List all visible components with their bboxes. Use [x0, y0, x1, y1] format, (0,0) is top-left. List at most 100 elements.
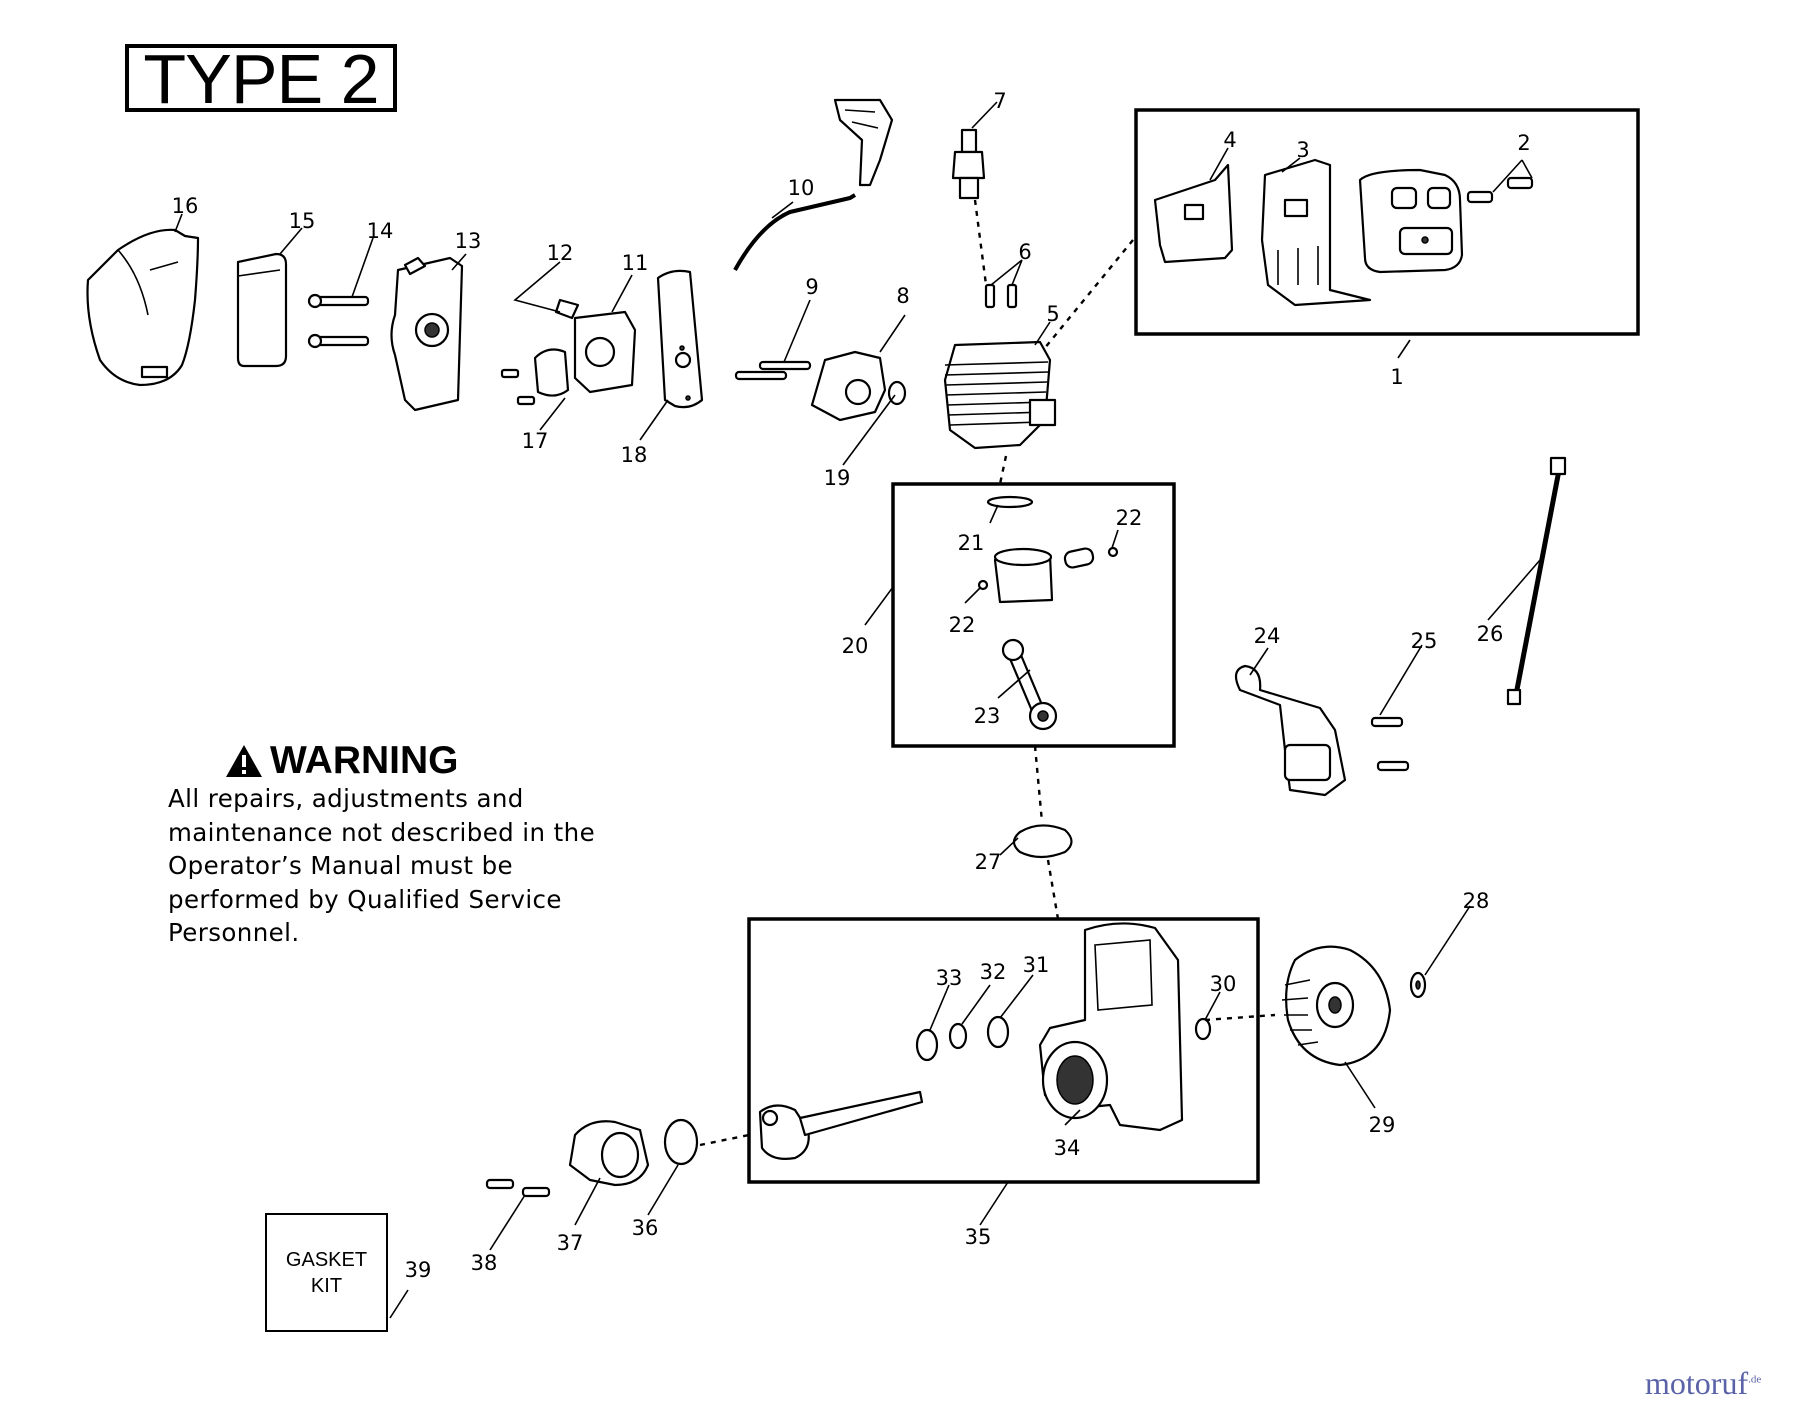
- callout-18: 18: [621, 443, 648, 467]
- intake-bolts: [734, 360, 812, 381]
- watermark-logo: motoruf.de: [1645, 1365, 1761, 1402]
- muffler-gasket: [1260, 158, 1372, 307]
- callout-39: 39: [405, 1258, 432, 1282]
- callout-25: 25: [1411, 629, 1438, 653]
- warning-triangle-icon: [226, 745, 262, 777]
- callout-14: 14: [367, 219, 394, 243]
- intake-manifold: [810, 350, 907, 422]
- callout-22a: 22: [1116, 506, 1143, 530]
- warning-notice: WARNING All repairs, adjustments and mai…: [168, 738, 628, 950]
- callout-10: 10: [788, 176, 815, 200]
- piston-ring: [986, 495, 1034, 509]
- leader-lines: [174, 101, 1541, 1319]
- callout-12: 12: [547, 241, 574, 265]
- watermark-suffix: .de: [1748, 1373, 1762, 1386]
- watermark-name: motoruf: [1645, 1365, 1749, 1401]
- air-filter-base: [390, 256, 464, 412]
- gasket-kit-label: GASKET KIT: [285, 1248, 368, 1297]
- ignition-module: [1234, 664, 1347, 797]
- callout-29: 29: [1369, 1113, 1396, 1137]
- muffler: [1358, 168, 1464, 274]
- callout-13: 13: [455, 229, 482, 253]
- warning-heading-text: WARNING: [270, 739, 459, 782]
- pin-clip-right: [1107, 546, 1119, 558]
- carburetor: [500, 298, 637, 406]
- gasket-kit-box: GASKET KIT: [265, 1213, 388, 1332]
- callout-16: 16: [172, 194, 199, 218]
- carburetor-gasket: [656, 269, 704, 409]
- ignition-screws: [1370, 716, 1410, 772]
- type-title-box: TYPE 2: [125, 40, 397, 118]
- callout-36: 36: [632, 1216, 659, 1240]
- ignition-wire: [1506, 456, 1567, 706]
- muffler-bolts: [1466, 176, 1534, 204]
- callout-31: 31: [1023, 953, 1050, 977]
- piston-pin: [1063, 547, 1095, 569]
- crankcase: [1038, 922, 1184, 1132]
- callout-2: 2: [1517, 131, 1530, 155]
- flywheel-nut: [1409, 971, 1427, 999]
- warning-body-text: All repairs, adjustments and maintenance…: [168, 784, 596, 947]
- warning-heading: WARNING: [224, 738, 628, 784]
- callout-24: 24: [1254, 624, 1281, 648]
- callout-9: 9: [805, 275, 818, 299]
- pin-clip-left: [977, 579, 989, 591]
- assembly-line-gasket: [1046, 859, 1060, 920]
- clutch-housing-o-ring: [663, 1118, 699, 1166]
- stop-switch-bracket: [833, 98, 894, 187]
- oil-seal: [986, 1015, 1010, 1049]
- cylinder: [943, 283, 1057, 450]
- heat-shield: [1153, 163, 1234, 264]
- callout-30: 30: [1210, 972, 1237, 996]
- throttle-rod: [733, 193, 857, 271]
- callout-32: 32: [980, 960, 1007, 984]
- callout-21: 21: [958, 531, 985, 555]
- bearing-small: [948, 1022, 968, 1050]
- bearing-large: [915, 1028, 939, 1062]
- assembly-line-crank: [699, 1133, 750, 1147]
- callout-7: 7: [993, 89, 1006, 113]
- callout-6: 6: [1018, 240, 1031, 264]
- callout-8: 8: [896, 284, 909, 308]
- callout-35: 35: [965, 1225, 992, 1249]
- callout-19: 19: [824, 466, 851, 490]
- muffler-kit-box: [1134, 108, 1640, 336]
- assembly-line-cylinder: [998, 455, 1008, 485]
- housing-screws: [485, 1178, 551, 1198]
- callout-28: 28: [1463, 889, 1490, 913]
- callout-15: 15: [289, 209, 316, 233]
- callout-34: 34: [1054, 1136, 1081, 1160]
- callout-37: 37: [557, 1231, 584, 1255]
- assembly-line-piston: [1033, 745, 1044, 823]
- assembly-line-muffler: [1034, 239, 1134, 361]
- callout-27: 27: [975, 850, 1002, 874]
- callout-4: 4: [1223, 128, 1236, 152]
- crankcase-seal-ring: [1194, 1017, 1212, 1041]
- callout-23: 23: [974, 704, 1001, 728]
- cylinder-gasket: [1012, 824, 1073, 859]
- callout-26: 26: [1477, 622, 1504, 646]
- air-filter-element: [236, 252, 288, 368]
- piston: [993, 547, 1054, 604]
- spark-plug: [951, 128, 986, 200]
- flywheel: [1281, 945, 1392, 1067]
- assembly-line-flywheel: [1204, 1013, 1276, 1022]
- callout-22b: 22: [949, 613, 976, 637]
- callout-5: 5: [1046, 302, 1059, 326]
- piston-kit-box: [891, 482, 1176, 748]
- connecting-rod: [1001, 638, 1058, 731]
- callout-3: 3: [1296, 138, 1309, 162]
- air-filter-cover: [86, 228, 200, 387]
- callout-33: 33: [936, 966, 963, 990]
- callout-1: 1: [1390, 365, 1403, 389]
- callout-11: 11: [622, 251, 649, 275]
- type-title: TYPE 2: [143, 40, 379, 118]
- callout-38: 38: [471, 1251, 498, 1275]
- callout-20: 20: [842, 634, 869, 658]
- crankshaft: [758, 1090, 924, 1160]
- crankcase-kit-box: [747, 917, 1260, 1184]
- filter-bolts: [307, 293, 370, 349]
- callout-17: 17: [522, 429, 549, 453]
